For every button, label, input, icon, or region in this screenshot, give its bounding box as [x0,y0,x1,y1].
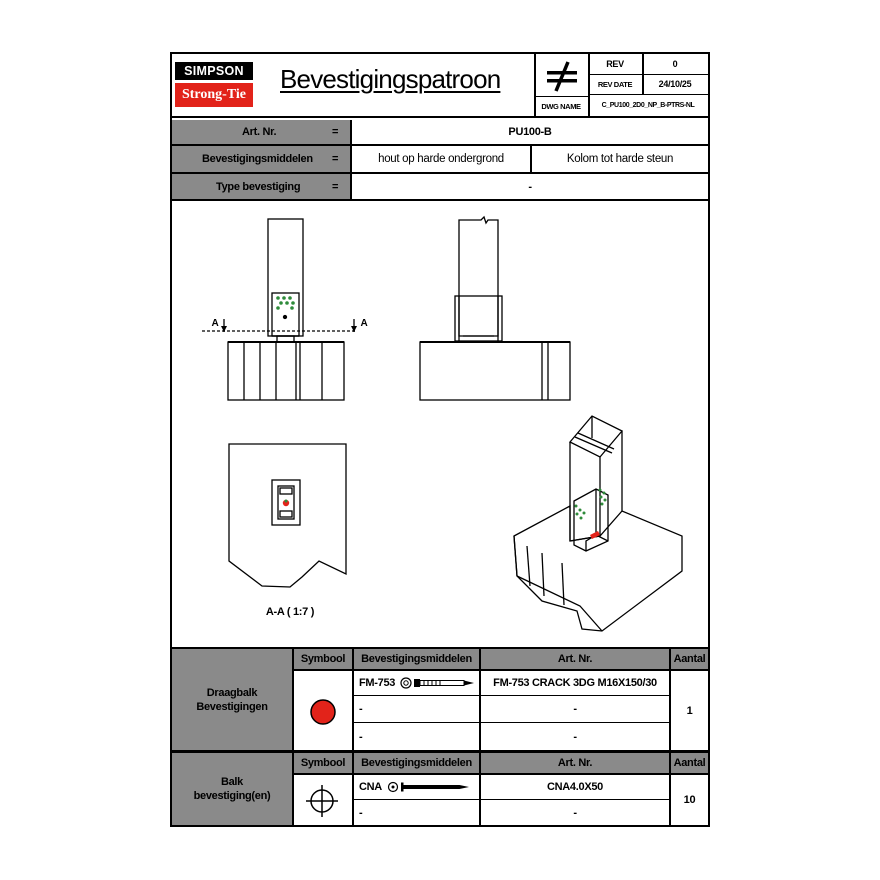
dwg-name-value: C_PU100_2D0_NP_B-PTRS-NL [601,101,695,109]
draagbalk-row1-art: FM-753 CRACK 3DG M16X150/30 [493,677,657,689]
not-equal-icon [544,59,580,93]
draagbalk-row1-middel: FM-753 [354,671,479,695]
section-marker-right: A [360,317,368,329]
draagbalk-row3-middel: - [359,730,363,743]
type-bevestiging-value: - [528,180,532,193]
rev-label: REV [606,59,624,69]
draagbalk-group-label: Draagbalk Bevestigingen [172,649,292,750]
balk-header-middelen: Bevestigingsmiddelen [354,753,479,773]
balk-row2-middel: - [359,806,363,819]
type-bevestiging-label: Type bevestiging = [172,174,350,199]
section-view [228,443,347,588]
bevestigingsmiddelen-label: Bevestigingsmiddelen = [172,146,350,172]
bevestigingsmiddelen-value-1: hout op harde ondergrond [378,153,504,165]
balk-row2-art: - [573,806,577,819]
draagbalk-row2-middel: - [359,703,363,715]
bevestigingsmiddelen-value-2: Kolom tot harde steun [566,153,674,165]
side-view [419,215,571,401]
rev-date-value: 24/10/25 [658,79,692,89]
draagbalk-row3-art: - [573,730,577,743]
balk-header-art: Art. Nr. [481,753,669,773]
nail-dots-front [276,296,295,310]
draagbalk-header-middelen: Bevestigingsmiddelen [354,649,479,669]
front-view [202,218,357,401]
page-title: Bevestigingspatroon [280,64,501,94]
brand-logo-top: SIMPSON [175,62,253,80]
isometric-view [513,415,683,632]
balk-header-aantal: Aantal [671,753,708,773]
red-dot-icon [308,697,338,727]
section-marker-left: A [211,317,219,329]
art-nr-value: PU100-B [508,126,552,138]
draagbalk-aantal: 1 [686,704,693,717]
draagbalk-header-symbool: Symbool [294,649,352,669]
nail-dots-iso [574,488,607,520]
dwg-name-label: DWG NAME [541,102,581,111]
balk-row1-art: CNA4.0X50 [547,781,603,793]
balk-row1-middel: CNA [354,775,479,799]
draagbalk-header-aantal: Aantal [671,649,708,669]
nail-dot-section [284,499,288,503]
brand-logo-bottom: Strong-Tie [175,83,253,107]
draagbalk-header-art: Art. Nr. [481,649,669,669]
anchor-dots [282,499,600,539]
balk-header-symbool: Symbool [294,753,352,773]
rev-value: 0 [672,59,678,69]
nail-icon [387,781,469,793]
rev-date-label: REV DATE [597,79,633,89]
title-block: SIMPSON Strong-Tie Bevestigingspatroon D… [172,54,708,116]
art-nr-label: Art. Nr. = [172,120,350,144]
technical-drawing [202,215,683,632]
crosshair-icon [305,784,339,818]
draagbalk-row2-art: - [573,703,577,715]
anchor-bolt-icon [400,677,475,689]
drawing-sheet: SIMPSON Strong-Tie Bevestigingspatroon D… [170,52,710,827]
balk-group-label: Balk bevestiging(en) [172,753,292,825]
balk-aantal: 10 [683,794,696,806]
section-caption: A-A ( 1:7 ) [265,606,315,618]
